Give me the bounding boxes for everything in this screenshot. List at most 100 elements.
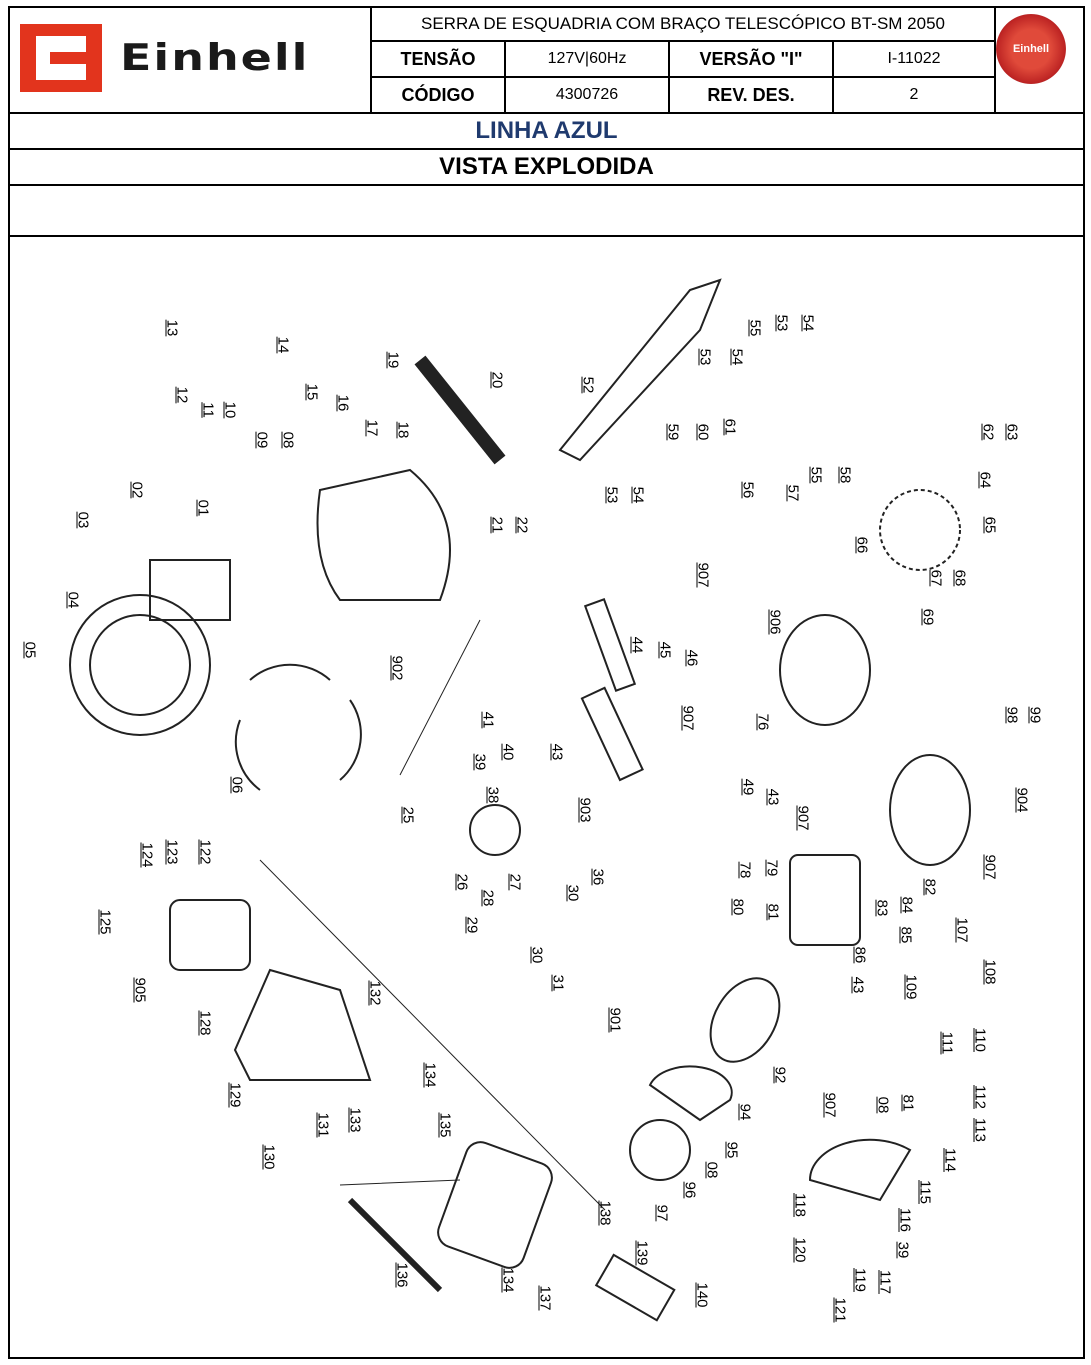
part-label: 55 [807, 466, 825, 484]
part-label: 131 [314, 1112, 332, 1138]
part-label: 45 [656, 641, 674, 659]
part-label: 55 [746, 319, 764, 337]
part-label: 08 [703, 1161, 721, 1179]
part-label: 907 [679, 705, 697, 731]
part-label: 905 [131, 977, 149, 1003]
part-label: 907 [794, 805, 812, 831]
part-label: 139 [633, 1240, 651, 1266]
handle-129 [233, 968, 372, 1081]
pivot-903 [469, 804, 521, 856]
part-label: 27 [506, 873, 524, 891]
part-label: 53 [696, 348, 714, 366]
part-label: 01 [194, 499, 212, 517]
part-label: 138 [596, 1200, 614, 1226]
part-label: 124 [138, 842, 156, 868]
part-label: 39 [471, 753, 489, 771]
part-label: 132 [366, 980, 384, 1006]
versao-label: VERSÃO "I" [670, 42, 834, 78]
part-label: 58 [836, 466, 854, 484]
part-label: 82 [921, 878, 939, 896]
part-label: 05 [21, 641, 39, 659]
part-label: 20 [488, 371, 506, 389]
tube-907b [580, 686, 644, 782]
part-label: 86 [851, 946, 869, 964]
part-label: 28 [479, 889, 497, 907]
part-label: 98 [1003, 706, 1021, 724]
part-label: 65 [981, 516, 999, 534]
part-label: 96 [681, 1181, 699, 1199]
part-label: 54 [629, 486, 647, 504]
rev-value: 2 [834, 78, 996, 112]
part-label: 36 [589, 868, 607, 886]
part-label: 17 [363, 419, 381, 437]
part-label: 66 [853, 536, 871, 554]
part-label: 52 [579, 376, 597, 394]
part-label: 12 [173, 386, 191, 404]
part-label: 903 [576, 797, 594, 823]
part-label: 122 [196, 839, 214, 865]
part-label: 84 [898, 896, 916, 914]
part-label: 39 [894, 1241, 912, 1259]
part-label: 81 [899, 1094, 917, 1112]
part-label: 116 [896, 1208, 914, 1232]
part-label: 54 [728, 348, 746, 366]
part-label: 53 [773, 314, 791, 332]
product-title: SERRA DE ESQUADRIA COM BRAÇO TELESCÓPICO… [372, 8, 996, 42]
part-label: 43 [849, 976, 867, 994]
part-label: 111 [938, 1031, 956, 1055]
part-label: 119 [851, 1268, 869, 1292]
turntable [69, 594, 211, 736]
part-label: 113 [971, 1118, 989, 1142]
housing-905 [169, 899, 251, 971]
part-label: 56 [739, 481, 757, 499]
logo-mark [20, 24, 102, 92]
part-label: 09 [253, 431, 271, 449]
codigo-value: 4300726 [506, 78, 670, 112]
part-label: 140 [693, 1282, 711, 1308]
part-label: 30 [564, 884, 582, 902]
part-label: 29 [463, 916, 481, 934]
part-label: 906 [766, 609, 784, 635]
authorized-service-seal: Einhell [996, 14, 1066, 84]
part-label: 76 [754, 713, 772, 731]
part-label: 80 [729, 898, 747, 916]
part-label: 18 [394, 421, 412, 439]
part-label: 78 [736, 861, 754, 879]
part-label: 43 [764, 788, 782, 806]
part-label: 21 [488, 516, 506, 534]
part-label: 46 [683, 649, 701, 667]
part-label: 125 [96, 909, 114, 935]
part-label: 43 [548, 743, 566, 761]
part-label: 68 [951, 569, 969, 587]
part-label: 02 [128, 481, 146, 499]
codigo-label: CÓDIGO [372, 78, 506, 112]
part-label: 26 [453, 873, 471, 891]
saw-blade [879, 489, 961, 571]
part-label: 61 [721, 418, 739, 436]
part-label: 30 [528, 946, 546, 964]
seal-text: Einhell [1012, 43, 1050, 55]
part-label: 901 [606, 1007, 624, 1033]
part-label: 40 [499, 743, 517, 761]
part-label: 112 [971, 1085, 989, 1109]
versao-value: I-11022 [834, 42, 996, 78]
part-label: 128 [196, 1010, 214, 1036]
part-label: 902 [388, 655, 406, 681]
stator [629, 1119, 691, 1181]
rev-label: REV. DES. [670, 78, 834, 112]
part-label: 85 [897, 926, 915, 944]
part-label: 137 [536, 1285, 554, 1311]
tube-907 [583, 598, 637, 692]
part-label: 25 [399, 806, 417, 824]
part-label: 63 [1003, 423, 1021, 441]
handle-bar [414, 355, 506, 465]
part-label: 129 [226, 1082, 244, 1108]
part-label: 115 [916, 1180, 934, 1204]
part-label: 16 [334, 394, 352, 412]
leader-lines [259, 619, 606, 1211]
part-label: 134 [421, 1062, 439, 1088]
logo-text: Einhell [120, 35, 310, 79]
part-label: 31 [549, 974, 567, 992]
armature [709, 977, 781, 1063]
